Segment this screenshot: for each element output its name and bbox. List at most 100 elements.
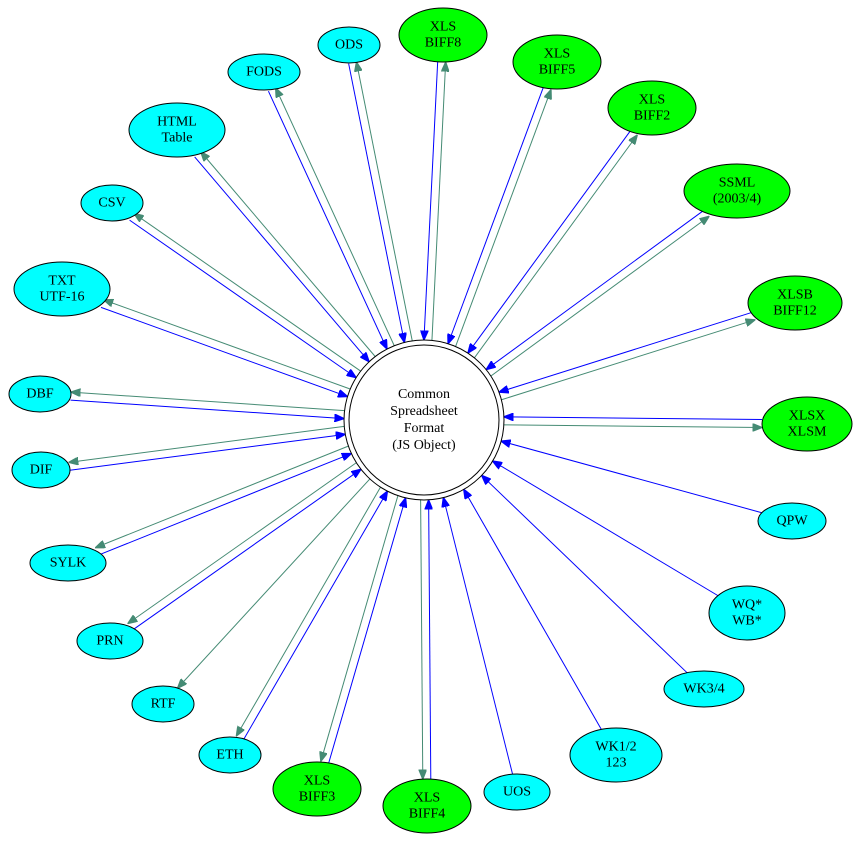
edge-write-xls-biff3 — [321, 495, 399, 762]
node-eth-shape — [198, 736, 262, 774]
node-qpw-label: QPW — [776, 514, 808, 529]
edge-write-html — [201, 152, 376, 357]
node-xls-biff8-shape — [398, 7, 488, 63]
node-sylk: SYLK — [29, 544, 107, 582]
node-ods: ODS — [317, 26, 381, 64]
node-csv: CSV — [80, 184, 144, 222]
node-ssml: SSML(2003/4) — [683, 163, 791, 219]
node-dbf-shape — [8, 375, 72, 413]
node-sylk-shape — [29, 544, 107, 582]
edge-write-fods — [276, 88, 395, 346]
edge-read-xls-biff3 — [328, 498, 406, 764]
node-dif-label: DIF — [30, 463, 53, 478]
node-wk34: WK3/4 — [663, 670, 745, 708]
node-fods: FODS — [227, 53, 301, 91]
node-rtf: RTF — [131, 685, 195, 723]
edge-write-prn — [128, 462, 357, 624]
node-wq-wb: WQ*WB* — [708, 585, 786, 641]
edge-read-ssml — [486, 209, 705, 370]
edge-write-xls-biff4 — [421, 500, 423, 779]
edge-read-fods — [267, 91, 387, 349]
node-prn-shape — [76, 622, 144, 660]
edges-layer — [69, 62, 762, 779]
node-csv-label: CSV — [98, 196, 125, 211]
edge-write-ssml — [490, 216, 709, 377]
edge-write-xlsb — [501, 320, 755, 401]
node-eth: ETH — [198, 736, 262, 774]
edge-read-xls-biff8 — [424, 61, 439, 340]
node-wk12-123-shape — [569, 727, 663, 783]
node-sylk-label: SYLK — [50, 556, 87, 571]
node-uos-shape — [483, 773, 551, 811]
node-csf-inner-circle — [348, 344, 500, 496]
node-ods-shape — [317, 26, 381, 64]
node-ods-label: ODS — [335, 38, 363, 53]
node-prn: PRN — [76, 622, 144, 660]
edge-write-xlsx — [503, 425, 762, 428]
node-dbf: DBF — [8, 375, 72, 413]
edge-read-xls-biff2 — [468, 129, 632, 353]
edge-read-qpw — [501, 441, 762, 514]
edge-write-csv — [134, 214, 361, 372]
node-dif: DIF — [11, 451, 71, 489]
edge-read-sylk — [98, 454, 351, 556]
node-prn-label: PRN — [96, 634, 123, 649]
node-xls-biff2-shape — [607, 80, 697, 136]
node-ssml-shape — [683, 163, 791, 219]
edge-read-ods — [348, 63, 405, 343]
node-rtf-shape — [131, 685, 195, 723]
edge-read-csv — [129, 219, 356, 378]
node-ssml-label: SSML(2003/4) — [713, 176, 762, 207]
node-xls-biff5-shape — [512, 34, 602, 90]
node-uos-label: UOS — [503, 785, 531, 800]
node-xls-biff3-shape — [272, 761, 362, 817]
node-csf-outer-circle — [343, 339, 505, 501]
node-eth-label: ETH — [216, 748, 243, 763]
edge-write-dbf — [71, 392, 345, 412]
edge-read-xlsb — [499, 311, 753, 392]
edge-write-xls-biff8 — [431, 62, 446, 341]
node-fods-shape — [227, 53, 301, 91]
edge-write-txt — [104, 300, 351, 390]
edge-write-rtf — [178, 478, 371, 688]
node-xlsx-shape — [761, 396, 853, 452]
edge-read-uos — [443, 498, 514, 775]
edge-write-xls-biff2 — [474, 135, 637, 359]
edge-read-txt — [100, 306, 347, 396]
edge-read-html — [194, 156, 369, 362]
edge-read-eth — [242, 491, 387, 741]
edge-read-wk34 — [482, 475, 688, 674]
edge-read-dbf — [70, 399, 344, 419]
node-wq-wb-shape — [708, 585, 786, 641]
node-dbf-label: DBF — [26, 387, 53, 402]
edge-read-wq-wb — [493, 461, 719, 597]
edge-read-wk12-123 — [464, 489, 602, 730]
edge-read-xlsx — [504, 417, 763, 420]
node-wk34-shape — [663, 670, 745, 708]
node-qpw-shape — [757, 502, 827, 540]
edge-read-dif — [69, 434, 345, 471]
